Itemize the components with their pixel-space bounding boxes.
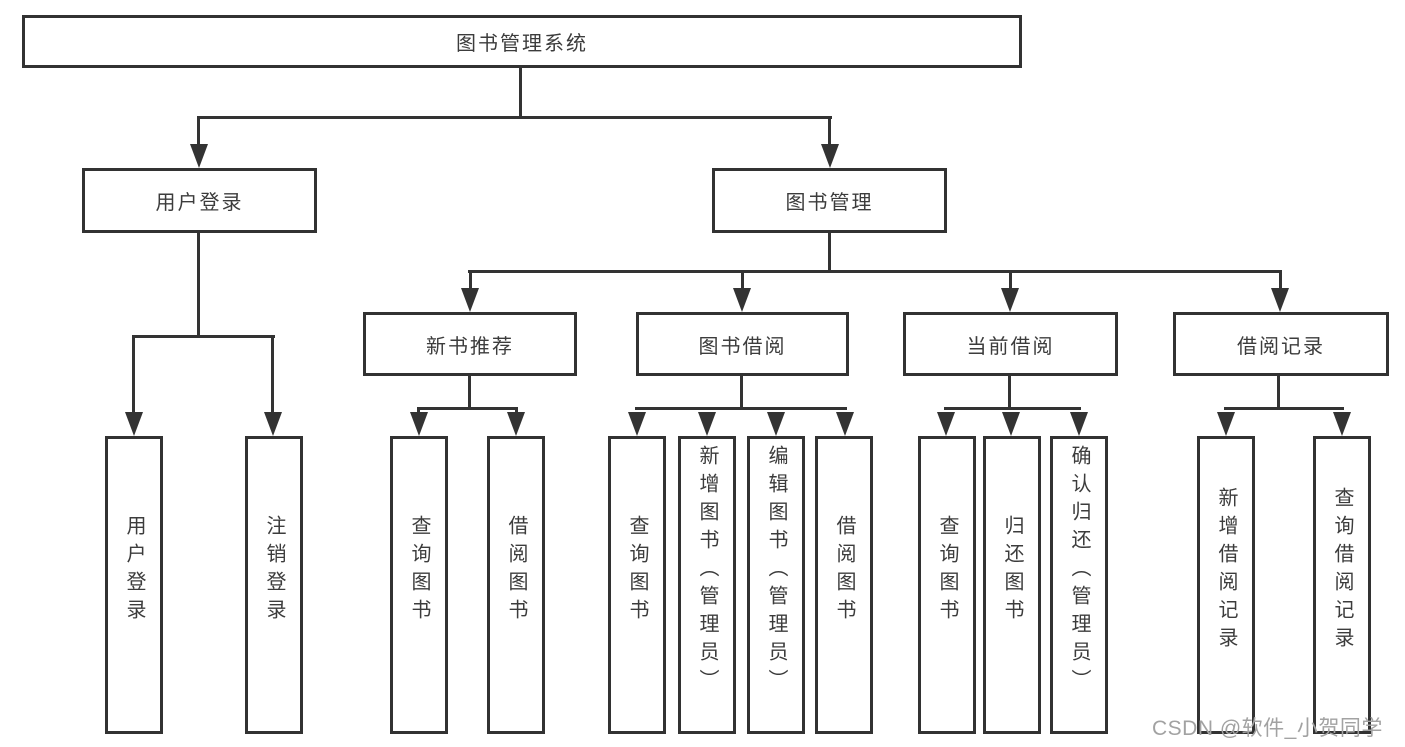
- leaf-bb-borrow-books: 借阅图书: [815, 436, 873, 734]
- leaf-cb-return-books-label: 归还图书: [1001, 515, 1023, 627]
- leaf-nbr-query-books: 查询图书: [390, 436, 448, 734]
- connector-line: [197, 116, 200, 148]
- leaf-br-add-record-label: 新增借阅记录: [1215, 487, 1237, 655]
- leaf-nbr-borrow-books: 借阅图书: [487, 436, 545, 734]
- leaf-bb-query-books-label: 查询图书: [626, 515, 648, 627]
- node-root-label: 图书管理系统: [456, 33, 588, 55]
- connector-line: [132, 335, 275, 338]
- leaf-bb-add-books-admin: 新增图书（管理员）: [678, 436, 736, 734]
- arrow-down-icon: [125, 412, 143, 436]
- connector-line: [1008, 376, 1011, 410]
- leaf-cb-confirm-return-admin-label: 确认归还（管理员）: [1068, 445, 1090, 697]
- leaf-bb-add-books-admin-label: 新增图书（管理员）: [696, 445, 718, 697]
- watermark-text: CSDN @软件_小贺同学: [1152, 717, 1383, 740]
- leaf-br-query-record-label: 查询借阅记录: [1331, 487, 1353, 655]
- leaf-user-login: 用户登录: [105, 436, 163, 734]
- arrow-down-icon: [507, 412, 525, 436]
- leaf-logout: 注销登录: [245, 436, 303, 734]
- arrow-down-icon: [410, 412, 428, 436]
- connector-line: [519, 67, 522, 118]
- connector-line: [515, 407, 518, 416]
- arrow-down-icon: [1271, 288, 1289, 312]
- node-book-borrowing-label: 图书借阅: [698, 335, 787, 358]
- connector-line: [468, 376, 471, 410]
- arrow-down-icon: [821, 144, 839, 168]
- node-current-borrowing: 当前借阅: [903, 312, 1118, 376]
- leaf-user-login-label: 用户登录: [123, 515, 145, 627]
- connector-line: [197, 233, 200, 337]
- connector-line: [1277, 376, 1280, 410]
- leaf-bb-query-books: 查询图书: [608, 436, 666, 734]
- node-user-login-label: 用户登录: [155, 192, 244, 214]
- node-new-book-recommend-label: 新书推荐: [426, 335, 514, 358]
- node-book-management: 图书管理: [712, 168, 947, 233]
- leaf-cb-query-books: 查询图书: [918, 436, 976, 734]
- arrow-down-icon: [733, 288, 751, 312]
- leaf-br-add-record: 新增借阅记录: [1197, 436, 1255, 734]
- arrow-down-icon: [1070, 412, 1088, 436]
- connector-line: [635, 407, 847, 410]
- connector-line: [1224, 407, 1344, 410]
- leaf-nbr-borrow-books-label: 借阅图书: [505, 515, 527, 627]
- arrow-down-icon: [1001, 288, 1019, 312]
- arrow-down-icon: [264, 412, 282, 436]
- connector-line: [197, 116, 832, 119]
- arrow-down-icon: [1217, 412, 1235, 436]
- arrow-down-icon: [767, 412, 785, 436]
- node-borrowing-records-label: 借阅记录: [1237, 335, 1325, 358]
- connector-line: [1009, 270, 1012, 292]
- node-new-book-recommend: 新书推荐: [363, 312, 577, 376]
- connector-line: [944, 407, 1081, 410]
- leaf-cb-confirm-return-admin: 确认归还（管理员）: [1050, 436, 1108, 734]
- node-borrowing-records: 借阅记录: [1173, 312, 1389, 376]
- connector-line: [741, 270, 744, 292]
- connector-line: [132, 335, 135, 415]
- arrow-down-icon: [698, 412, 716, 436]
- arrow-down-icon: [190, 144, 208, 168]
- leaf-cb-query-books-label: 查询图书: [936, 515, 958, 627]
- node-book-management-label: 图书管理: [785, 192, 874, 214]
- node-root: 图书管理系统: [22, 15, 1022, 68]
- connector-line: [1279, 270, 1282, 292]
- leaf-br-query-record: 查询借阅记录: [1313, 436, 1371, 734]
- leaf-logout-label: 注销登录: [263, 515, 285, 627]
- arrow-down-icon: [1333, 412, 1351, 436]
- node-book-borrowing: 图书借阅: [636, 312, 849, 376]
- node-current-borrowing-label: 当前借阅: [966, 335, 1055, 358]
- connector-line: [740, 376, 743, 410]
- connector-line: [417, 407, 420, 416]
- connector-line: [417, 407, 518, 410]
- connector-line: [828, 116, 831, 148]
- leaf-nbr-query-books-label: 查询图书: [408, 515, 430, 627]
- arrow-down-icon: [461, 288, 479, 312]
- leaf-bb-edit-books-admin: 编辑图书（管理员）: [747, 436, 805, 734]
- connector-line: [828, 233, 831, 273]
- node-user-login: 用户登录: [82, 168, 317, 233]
- leaf-bb-borrow-books-label: 借阅图书: [833, 515, 855, 627]
- arrow-down-icon: [836, 412, 854, 436]
- leaf-bb-edit-books-admin-label: 编辑图书（管理员）: [765, 445, 787, 697]
- leaf-cb-return-books: 归还图书: [983, 436, 1041, 734]
- connector-line: [468, 270, 1282, 273]
- arrow-down-icon: [628, 412, 646, 436]
- connector-line: [271, 335, 274, 415]
- arrow-down-icon: [937, 412, 955, 436]
- connector-line: [469, 270, 472, 292]
- arrow-down-icon: [1002, 412, 1020, 436]
